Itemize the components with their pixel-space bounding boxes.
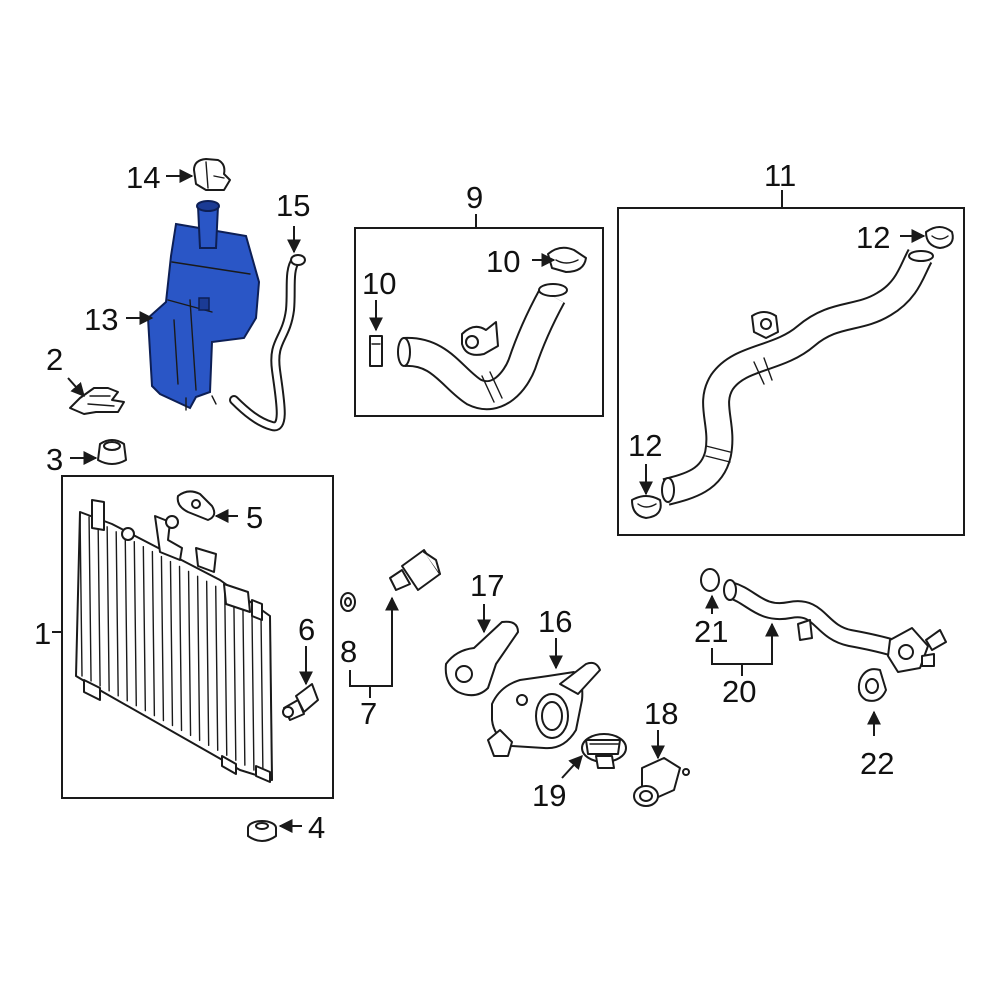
hose-clamp-10a[interactable] [547, 246, 587, 273]
thermostat-cover[interactable] [633, 757, 690, 807]
callout-12b: 12 [628, 428, 662, 463]
callout-4: 4 [308, 810, 325, 845]
reservoir-neck [196, 205, 220, 249]
radiator-group-box [61, 475, 334, 799]
radiator-fin-line [269, 615, 273, 781]
callout-14: 14 [126, 160, 160, 195]
coolant-reservoir[interactable] [146, 200, 261, 411]
radiator-fin-line [124, 536, 128, 702]
radiator-fin-line [169, 560, 174, 727]
radiator-fin-line [142, 545, 147, 712]
callout-12a: 12 [856, 220, 890, 255]
callout-11: 11 [764, 158, 796, 193]
leader-lines [52, 169, 926, 833]
radiator-fin-line [224, 590, 228, 756]
callout-1: 1 [34, 616, 51, 651]
thermostat[interactable] [581, 733, 627, 769]
sensor-seal-ring[interactable] [340, 592, 356, 612]
radiator-fin-line [196, 575, 201, 742]
reservoir-bracket[interactable] [69, 387, 125, 415]
callout-5: 5 [246, 500, 263, 535]
radiator-lower-mount[interactable] [247, 820, 277, 842]
radiator-fins [79, 511, 273, 781]
callout-6: 6 [298, 612, 315, 647]
radiator-fin-line [97, 521, 101, 687]
lower-hose-group-box [617, 207, 965, 536]
reservoir-cap[interactable] [193, 158, 231, 191]
coolant-bypass-pipe[interactable] [723, 579, 947, 673]
callout-20: 20 [722, 674, 756, 709]
callout-17: 17 [470, 568, 504, 603]
radiator-fin-line [106, 526, 110, 692]
thermostat-housing-gasket[interactable] [444, 620, 519, 697]
callout-21: 21 [694, 614, 728, 649]
callout-labels: 1 2 3 4 5 6 7 8 9 10 10 11 12 12 13 14 1… [34, 158, 894, 845]
callout-10b: 10 [362, 266, 396, 301]
lower-radiator-hose[interactable] [661, 249, 934, 506]
reservoir-filler-opening [196, 200, 220, 212]
drain-plug[interactable] [282, 683, 319, 721]
radiator-fin-line [205, 580, 210, 747]
upper-hose-clip-bracket[interactable] [461, 321, 499, 356]
callout-7: 7 [360, 696, 377, 731]
reservoir-body [146, 222, 261, 410]
radiator-fin-line [151, 550, 156, 717]
overflow-hose[interactable] [229, 254, 306, 432]
radiator-fin-line [133, 541, 137, 707]
hose-clamp-12a[interactable] [925, 226, 954, 249]
radiator[interactable] [75, 499, 273, 783]
radiator-gasket-plate[interactable] [176, 490, 216, 521]
callout-19: 19 [532, 778, 566, 813]
radiator-fin-line [215, 585, 219, 751]
reservoir-level-tab [198, 297, 210, 311]
callout-10a: 10 [486, 244, 520, 279]
radiator-fin-line [242, 600, 246, 766]
callout-8: 8 [340, 634, 357, 669]
radiator-fin-line [115, 531, 119, 697]
radiator-fin-line [79, 511, 83, 677]
thermostat-housing[interactable] [487, 661, 601, 757]
callout-15: 15 [276, 188, 310, 223]
radiator-fin-line [160, 555, 165, 722]
radiator-fin-line [178, 565, 183, 732]
callout-18: 18 [644, 696, 678, 731]
lower-hose-clip[interactable] [751, 311, 779, 339]
callout-2: 2 [46, 342, 63, 377]
callout-16: 16 [538, 604, 572, 639]
radiator-fin-line [88, 516, 92, 682]
radiator-fin-line [251, 605, 255, 771]
hose-clamp-10b[interactable] [369, 335, 383, 367]
bypass-pipe-o-ring[interactable] [700, 568, 720, 592]
hose-clamp-12b[interactable] [631, 495, 662, 519]
callout-9: 9 [466, 180, 483, 215]
radiator-fin-line [187, 570, 192, 737]
callout-13: 13 [84, 302, 118, 337]
upper-radiator-hose[interactable] [397, 283, 568, 411]
bypass-pipe-gasket[interactable] [857, 668, 887, 702]
upper-hose-group-box [354, 227, 604, 417]
radiator-fin-line [260, 610, 264, 776]
callout-22: 22 [860, 746, 894, 781]
callout-3: 3 [46, 442, 63, 477]
mount-grommet[interactable] [97, 439, 127, 465]
coolant-temperature-sensor[interactable] [389, 549, 441, 591]
radiator-fin-line [233, 595, 237, 761]
